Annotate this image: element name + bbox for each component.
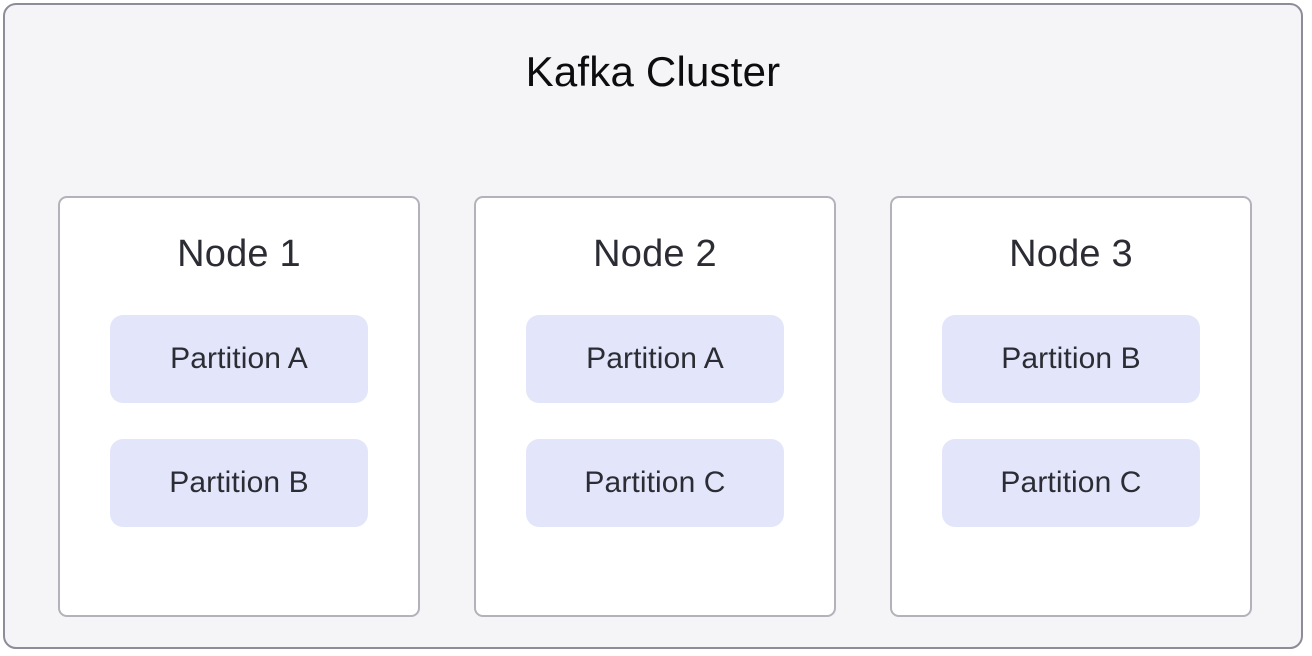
partition-pill[interactable]: Partition A — [110, 315, 368, 403]
node-title: Node 1 — [177, 233, 301, 275]
partition-pill[interactable]: Partition C — [942, 439, 1200, 527]
node-card-1[interactable]: Node 1 Partition A Partition B — [58, 196, 420, 617]
partition-pill[interactable]: Partition C — [526, 439, 784, 527]
partition-list: Partition A Partition B — [60, 315, 418, 527]
partition-pill[interactable]: Partition A — [526, 315, 784, 403]
node-card-3[interactable]: Node 3 Partition B Partition C — [890, 196, 1252, 617]
partition-pill[interactable]: Partition B — [942, 315, 1200, 403]
kafka-cluster-container: Kafka Cluster Node 1 Partition A Partiti… — [3, 3, 1303, 649]
node-title: Node 3 — [1009, 233, 1133, 275]
cluster-title: Kafka Cluster — [525, 48, 781, 95]
nodes-row: Node 1 Partition A Partition B Node 2 Pa… — [58, 196, 1252, 617]
partition-list: Partition B Partition C — [892, 315, 1250, 527]
node-title: Node 2 — [593, 233, 717, 275]
partition-pill[interactable]: Partition B — [110, 439, 368, 527]
node-card-2[interactable]: Node 2 Partition A Partition C — [474, 196, 836, 617]
partition-list: Partition A Partition C — [476, 315, 834, 527]
